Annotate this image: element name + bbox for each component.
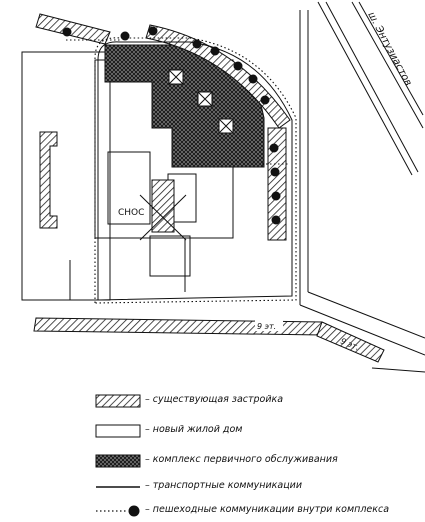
legend-transport-label: – транспортные коммуникации (145, 480, 303, 491)
legend-existing-label: – существующая застройка (145, 394, 284, 405)
legend-pedestrian-swatch (96, 505, 140, 517)
legend-pedestrian-label: – пешеходные коммуникации внутри комплек… (145, 504, 390, 515)
legend-pedestrian: – пешеходные коммуникации внутри комплек… (95, 502, 420, 522)
legend-new-house: – новый жилой дом (95, 422, 420, 442)
site-plan: ш. Энтузиастов (21, 1, 425, 373)
service-complex-markers (168, 69, 234, 134)
demolition-label-bg (116, 205, 149, 218)
railway-lines (317, 1, 424, 176)
legend-existing: – существующая застройка (95, 392, 420, 412)
legend-new-house-label: – новый жилой дом (145, 424, 243, 435)
legend-transport-swatch (96, 486, 140, 488)
floors-label-a: 9 эт. (257, 322, 276, 331)
legend-service-complex-swatch (95, 454, 141, 468)
street-label: ш. Энтузиастов (365, 10, 413, 88)
pedestrian-network (66, 37, 297, 304)
legend-service-complex-label: – комплекс первичного обслуживания (145, 454, 338, 465)
legend-new-house-swatch (95, 424, 141, 438)
legend-existing-swatch (95, 394, 141, 408)
demolition-label: СНОС (118, 208, 144, 218)
demolition-mark (139, 194, 187, 241)
legend-transport: – транспортные коммуникации (95, 478, 420, 498)
floors-label-bg-a (255, 320, 283, 331)
road-right (299, 10, 425, 373)
pedestrian-nodes (62, 26, 281, 225)
existing-buildings (33, 13, 385, 363)
legend-service-complex: – комплекс первичного обслуживания (95, 452, 420, 472)
